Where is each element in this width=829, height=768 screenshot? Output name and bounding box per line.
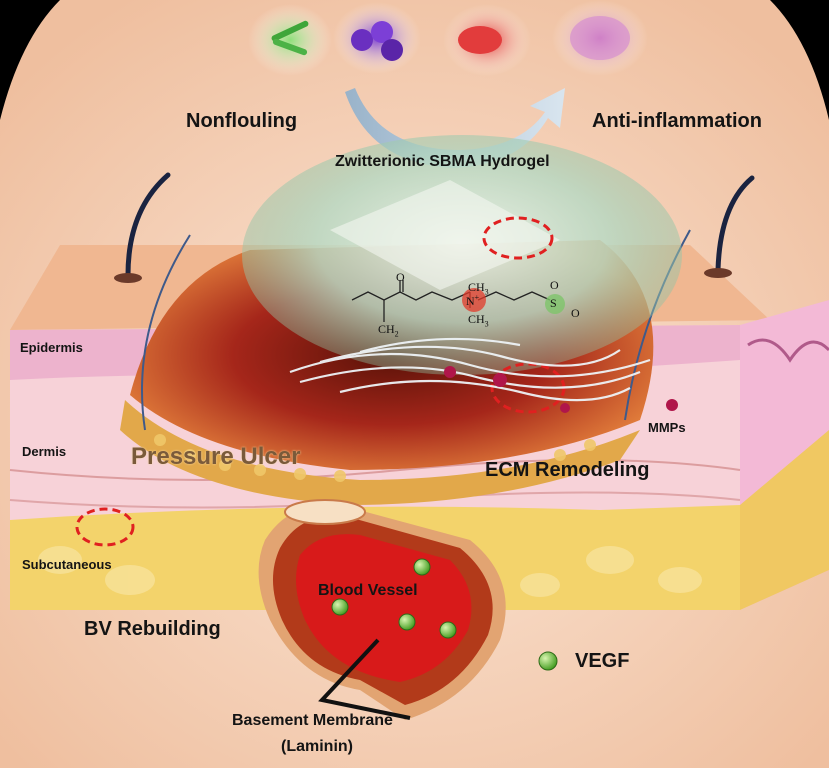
subcutaneous-label: Subcutaneous <box>22 557 112 572</box>
anti-inflammation-label: Anti-inflammation <box>592 110 762 132</box>
n-plus-marker <box>462 288 486 312</box>
o-label-carbonyl: O <box>396 270 405 284</box>
nonfouling-label: Nonflouling <box>186 110 298 132</box>
ecm-fibers <box>289 337 651 402</box>
vegf-label: VEGF <box>575 650 630 672</box>
subcutaneous-zoom-circle <box>75 507 135 547</box>
corner-top-right <box>770 0 829 120</box>
hydrogel-label: Zwitterionic SBMA Hydrogel <box>335 153 550 170</box>
hair-follicle-left <box>141 234 191 431</box>
o-label-sulfonyl-top: O <box>550 278 559 292</box>
corner-top-left <box>0 0 60 120</box>
gel-zoom-circle <box>482 216 554 260</box>
membrane-pointer-lines <box>318 638 411 720</box>
vegf-particles <box>331 558 457 639</box>
ch2-label: CH2 <box>378 322 399 339</box>
vegf-legend-icon <box>538 651 558 671</box>
ch3-top-label: CH3 <box>468 280 489 297</box>
n-plus-label: N+ <box>466 293 480 308</box>
blood-vessel-label: Blood Vessel <box>318 582 418 599</box>
vessel-opening <box>284 499 366 525</box>
epidermis-label: Epidermis <box>20 340 83 355</box>
ch3-bottom-label: CH3 <box>468 312 489 329</box>
bacteria-rod-image <box>248 4 332 76</box>
hair-strands <box>125 172 755 278</box>
bv-rebuilding-label: BV Rebuilding <box>84 618 221 640</box>
laminin-label: (Laminin) <box>281 738 353 755</box>
mmp-particles <box>444 366 678 413</box>
dermis-label: Dermis <box>22 444 67 459</box>
basement-membrane-label: Basement Membrane <box>232 712 393 729</box>
s-label: S <box>550 296 557 310</box>
pressure-ulcer-label: Pressure Ulcer <box>131 443 301 470</box>
wound-fat-rim <box>120 400 640 505</box>
o-label-sulfonyl-right: O <box>571 306 580 320</box>
microscopy-images <box>248 0 648 76</box>
ecm-remodeling-label: ECM Remodeling <box>485 459 650 481</box>
s-marker <box>545 294 565 314</box>
mmps-label: MMPs <box>648 420 686 435</box>
